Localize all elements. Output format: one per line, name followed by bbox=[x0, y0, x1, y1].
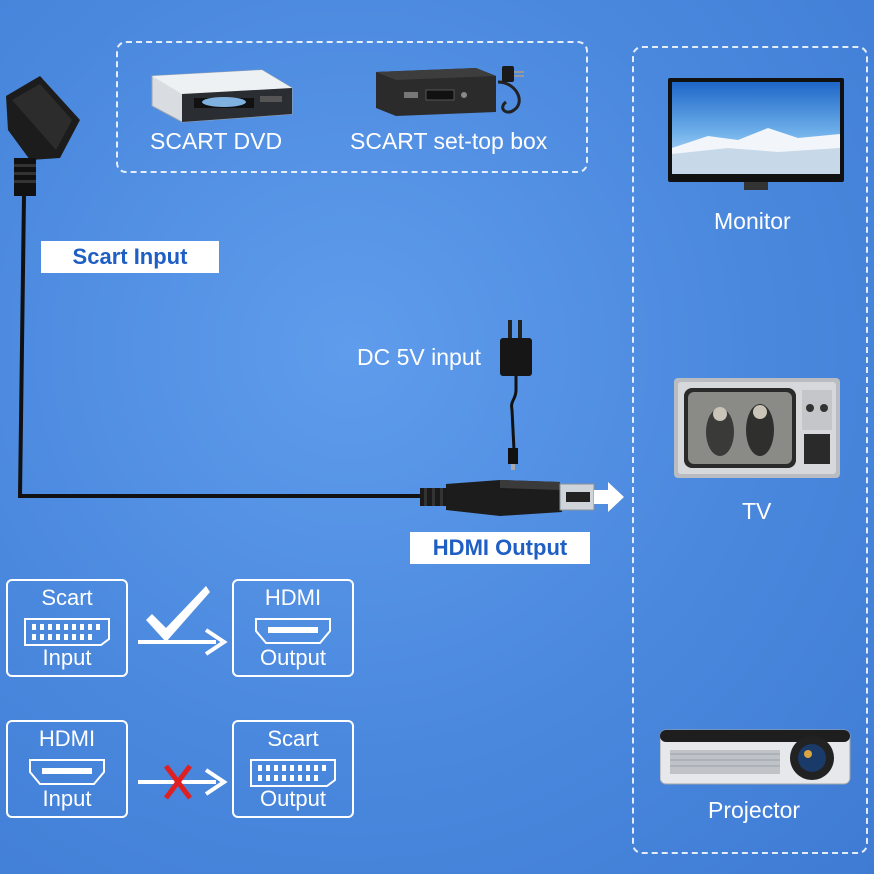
hdmi-input-box: HDMI Input bbox=[6, 720, 128, 818]
supported-arrow-with-check-icon bbox=[136, 584, 232, 660]
set-top-box-image bbox=[376, 62, 536, 122]
scart-dvd-image bbox=[142, 66, 294, 124]
source-devices-panel bbox=[116, 41, 588, 173]
unsupported-arrow-with-cross-icon bbox=[136, 754, 232, 810]
output-devices-panel bbox=[632, 46, 868, 854]
scart-input-box: Scart Input bbox=[6, 579, 128, 677]
monitor-image bbox=[668, 78, 844, 192]
tv-image bbox=[674, 378, 840, 482]
scart-port-icon bbox=[249, 758, 337, 788]
hdmi-output-box: HDMI Output bbox=[232, 579, 354, 677]
set-top-box-label: SCART set-top box bbox=[350, 128, 548, 154]
hdmi-input-box-top: HDMI bbox=[38, 726, 96, 751]
hdmi-input-box-bottom: Input bbox=[42, 786, 92, 811]
scart-output-box-bottom: Output bbox=[259, 786, 327, 811]
projector-image bbox=[660, 720, 852, 786]
dc-5v-input-label: DC 5V input bbox=[357, 344, 482, 370]
hdmi-output-tag: HDMI Output bbox=[410, 532, 590, 564]
hdmi-output-box-bottom: Output bbox=[259, 645, 327, 670]
hdmi-port-icon bbox=[254, 617, 332, 645]
scart-port-icon bbox=[23, 617, 111, 647]
hdmi-output-box-top: HDMI bbox=[264, 585, 322, 610]
scart-output-box: Scart Output bbox=[232, 720, 354, 818]
scart-input-tag: Scart Input bbox=[41, 241, 219, 273]
tv-label: TV bbox=[742, 498, 772, 524]
scart-input-box-bottom: Input bbox=[42, 645, 92, 670]
scart-input-box-top: Scart bbox=[41, 585, 93, 610]
hdmi-port-icon bbox=[28, 758, 106, 786]
scart-dvd-label: SCART DVD bbox=[150, 128, 283, 154]
monitor-label: Monitor bbox=[714, 208, 791, 234]
projector-label: Projector bbox=[708, 797, 801, 823]
scart-output-box-top: Scart bbox=[267, 726, 319, 751]
